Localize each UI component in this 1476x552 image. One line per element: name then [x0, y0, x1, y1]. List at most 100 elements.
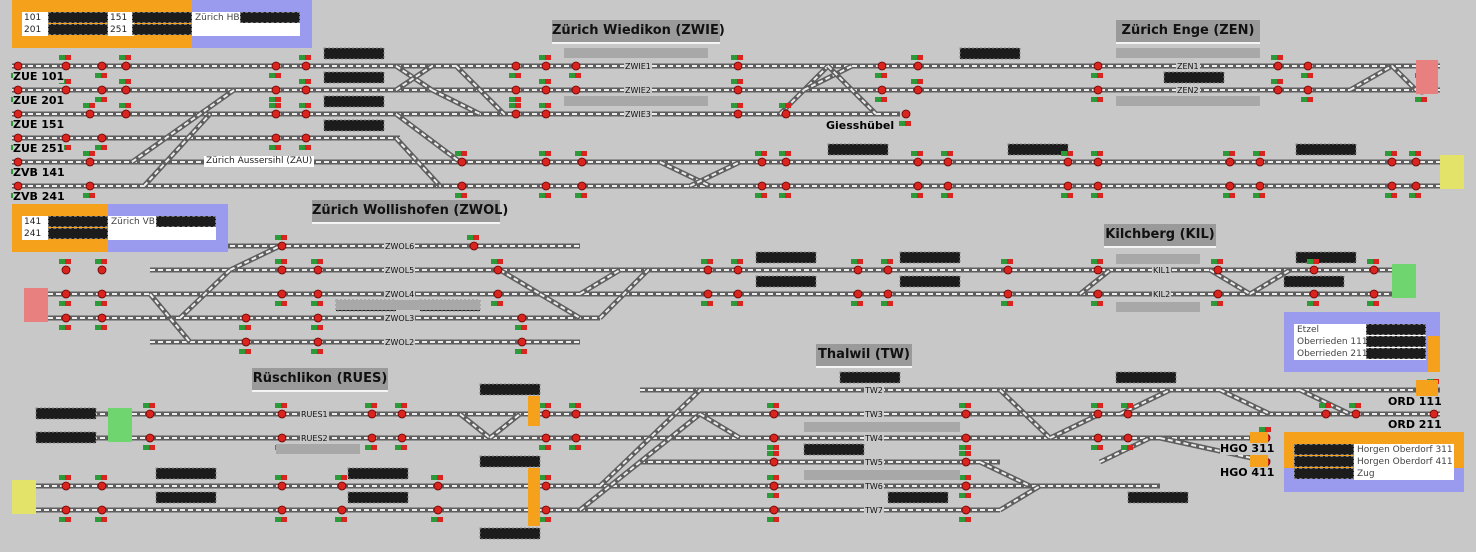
- signal-light[interactable]: [571, 433, 581, 443]
- block-indicator[interactable]: [959, 47, 1021, 60]
- signal-light[interactable]: [1255, 157, 1265, 167]
- signal-light[interactable]: [313, 265, 323, 275]
- signal-light[interactable]: [541, 409, 551, 419]
- signal-light[interactable]: [733, 289, 743, 299]
- signal-light[interactable]: [337, 481, 347, 491]
- signal-light[interactable]: [121, 61, 131, 71]
- signal-light[interactable]: [703, 289, 713, 299]
- signal-light[interactable]: [433, 505, 443, 515]
- block-indicator[interactable]: [323, 119, 385, 132]
- signal-light[interactable]: [1093, 181, 1103, 191]
- signal-light[interactable]: [1093, 265, 1103, 275]
- signal-light[interactable]: [337, 505, 347, 515]
- signal-light[interactable]: [853, 289, 863, 299]
- signal-light[interactable]: [457, 157, 467, 167]
- signal-light[interactable]: [961, 409, 971, 419]
- signal-light[interactable]: [313, 313, 323, 323]
- endpoint-ord211[interactable]: ORD 211: [1388, 418, 1442, 431]
- block-indicator[interactable]: [323, 71, 385, 84]
- signal-light[interactable]: [277, 505, 287, 515]
- signal-light[interactable]: [97, 313, 107, 323]
- signal-light[interactable]: [541, 481, 551, 491]
- signal-light[interactable]: [1273, 61, 1283, 71]
- block-indicator[interactable]: [1007, 143, 1069, 156]
- signal-light[interactable]: [85, 109, 95, 119]
- signal-light[interactable]: [703, 265, 713, 275]
- signal-light[interactable]: [1093, 289, 1103, 299]
- signal-light[interactable]: [511, 61, 521, 71]
- signal-light[interactable]: [241, 313, 251, 323]
- signal-light[interactable]: [271, 85, 281, 95]
- signal-light[interactable]: [943, 157, 953, 167]
- signal-light[interactable]: [397, 409, 407, 419]
- signal-light[interactable]: [271, 61, 281, 71]
- signal-light[interactable]: [961, 433, 971, 443]
- signal-light[interactable]: [781, 157, 791, 167]
- signal-light[interactable]: [733, 85, 743, 95]
- signal-light[interactable]: [541, 109, 551, 119]
- signal-light[interactable]: [13, 157, 23, 167]
- signal-light[interactable]: [517, 337, 527, 347]
- signal-light[interactable]: [61, 289, 71, 299]
- block-indicator[interactable]: [155, 467, 217, 480]
- signal-light[interactable]: [517, 313, 527, 323]
- signal-light[interactable]: [1213, 289, 1223, 299]
- station-header-zen[interactable]: Zürich Enge (ZEN): [1116, 20, 1260, 44]
- signal-light[interactable]: [85, 181, 95, 191]
- signal-light[interactable]: [961, 457, 971, 467]
- signal-light[interactable]: [769, 481, 779, 491]
- signal-light[interactable]: [301, 85, 311, 95]
- signal-light[interactable]: [13, 133, 23, 143]
- block-indicator[interactable]: [323, 47, 385, 60]
- signal-light[interactable]: [961, 481, 971, 491]
- block-indicator[interactable]: [155, 491, 217, 504]
- signal-light[interactable]: [769, 505, 779, 515]
- signal-light[interactable]: [1321, 409, 1331, 419]
- signal-light[interactable]: [577, 157, 587, 167]
- signal-light[interactable]: [313, 337, 323, 347]
- signal-light[interactable]: [901, 109, 911, 119]
- signal-light[interactable]: [145, 409, 155, 419]
- signal-light[interactable]: [1123, 409, 1133, 419]
- signal-light[interactable]: [61, 481, 71, 491]
- signal-light[interactable]: [145, 433, 155, 443]
- signal-light[interactable]: [913, 85, 923, 95]
- signal-light[interactable]: [97, 481, 107, 491]
- location-zau[interactable]: Zürich Aussersihl (ZAU): [204, 156, 315, 167]
- signal-light[interactable]: [277, 241, 287, 251]
- signal-light[interactable]: [61, 505, 71, 515]
- signal-light[interactable]: [493, 265, 503, 275]
- signal-light[interactable]: [541, 505, 551, 515]
- signal-light[interactable]: [397, 433, 407, 443]
- signal-light[interactable]: [1093, 157, 1103, 167]
- block-indicator[interactable]: [803, 443, 865, 456]
- signal-light[interactable]: [1225, 157, 1235, 167]
- signal-light[interactable]: [733, 61, 743, 71]
- signal-light[interactable]: [277, 409, 287, 419]
- station-header-zwol[interactable]: Zürich Wollishofen (ZWOL): [312, 200, 508, 224]
- signal-light[interactable]: [781, 109, 791, 119]
- signal-light[interactable]: [883, 265, 893, 275]
- signal-light[interactable]: [853, 265, 863, 275]
- signal-light[interactable]: [1369, 265, 1379, 275]
- signal-light[interactable]: [301, 61, 311, 71]
- block-indicator[interactable]: [1295, 143, 1357, 156]
- signal-light[interactable]: [1411, 157, 1421, 167]
- signal-light[interactable]: [1093, 433, 1103, 443]
- signal-light[interactable]: [781, 181, 791, 191]
- signal-light[interactable]: [511, 109, 521, 119]
- signal-light[interactable]: [769, 409, 779, 419]
- signal-light[interactable]: [13, 181, 23, 191]
- block-indicator[interactable]: [35, 431, 97, 444]
- signal-light[interactable]: [1303, 61, 1313, 71]
- signal-light[interactable]: [61, 61, 71, 71]
- signal-light[interactable]: [313, 289, 323, 299]
- endpoint-ord111[interactable]: ORD 111: [1388, 395, 1442, 408]
- signal-light[interactable]: [1429, 409, 1439, 419]
- signal-light[interactable]: [97, 85, 107, 95]
- signal-light[interactable]: [13, 109, 23, 119]
- signal-light[interactable]: [121, 109, 131, 119]
- signal-light[interactable]: [1387, 181, 1397, 191]
- signal-light[interactable]: [733, 109, 743, 119]
- signal-light[interactable]: [61, 265, 71, 275]
